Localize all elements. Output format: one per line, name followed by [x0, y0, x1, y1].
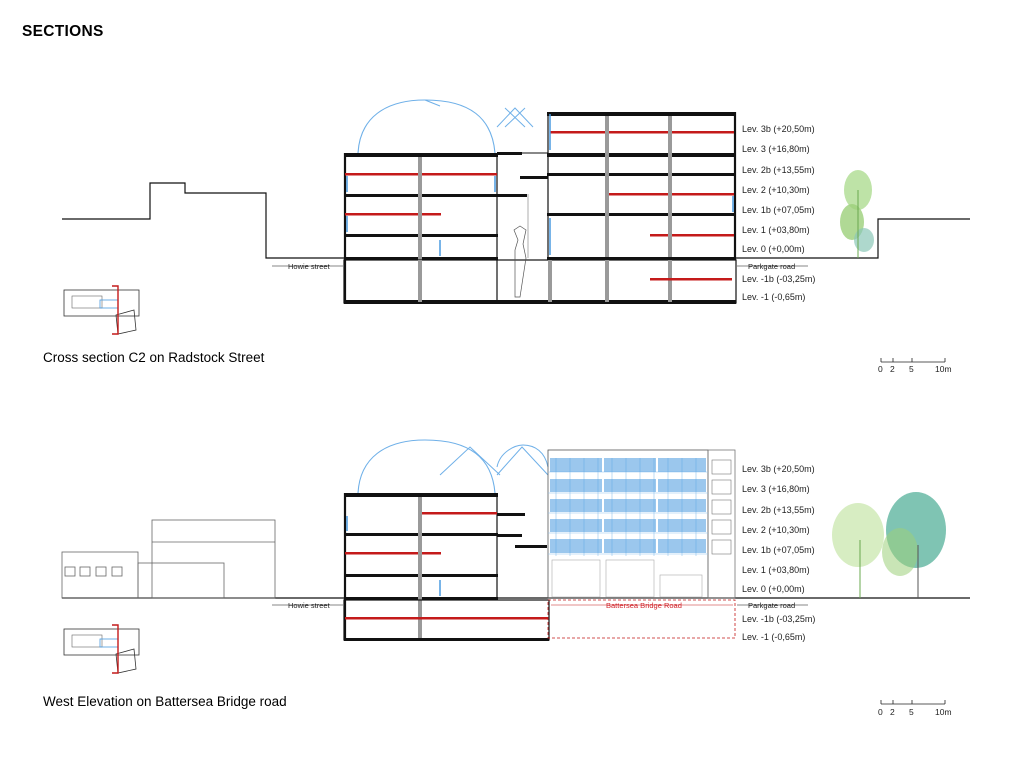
level-label: Lev. 3 (+16,80m): [742, 144, 810, 154]
street-label-parkgate: Parkgate road: [748, 262, 795, 271]
level-label: Lev. -1b (-03,25m): [742, 274, 815, 284]
key-plan: [63, 285, 140, 335]
level-label: Lev. 0 (+0,00m): [742, 244, 805, 254]
level-label: Lev. -1 (-0,65m): [742, 632, 805, 642]
level-label: Lev. 3 (+16,80m): [742, 484, 810, 494]
level-label: Lev. 3b (+20,50m): [742, 124, 815, 134]
scale-tick: 5: [909, 364, 914, 374]
right-block: [547, 112, 737, 260]
level-label: Lev. 2 (+10,30m): [742, 185, 810, 195]
left-block: [343, 99, 498, 303]
ground-line-right: [735, 218, 970, 259]
level-label: Lev. 1b (+07,05m): [742, 545, 815, 555]
tree-icon: [840, 170, 874, 258]
cross-section-c2: Howie street Parkgate road Lev. 3b (+20,…: [43, 99, 970, 374]
level-label: Lev. 1b (+07,05m): [742, 205, 815, 215]
level-label: Lev. 1 (+03,80m): [742, 565, 810, 575]
scale-tick: 2: [890, 364, 895, 374]
scale-tick: 0: [878, 364, 883, 374]
level-label: Lev. 2b (+13,55m): [742, 165, 815, 175]
scale-tick: 2: [890, 707, 895, 717]
level-label: Lev. 0 (+0,00m): [742, 584, 805, 594]
street-label-battersea: Battersea Bridge Road: [606, 601, 682, 610]
level-label: Lev. -1 (-0,65m): [742, 292, 805, 302]
courtyard: [496, 107, 548, 298]
scale-bar: 0 2 5 10m: [878, 700, 952, 717]
page-title: SECTIONS: [22, 23, 104, 40]
scale-tick: 5: [909, 707, 914, 717]
neighbour-buildings: [61, 519, 276, 599]
level-label: Lev. 2b (+13,55m): [742, 505, 815, 515]
left-block: [343, 439, 501, 640]
tree-icon: [882, 492, 946, 598]
street-label-howie: Howie street: [288, 262, 331, 271]
scale-bar: 0 2 5 10m: [878, 358, 952, 374]
level-label: Lev. 2 (+10,30m): [742, 525, 810, 535]
basement: [343, 259, 737, 304]
scale-tick: 10m: [935, 707, 952, 717]
section-caption: West Elevation on Battersea Bridge road: [43, 694, 287, 709]
level-label: Lev. -1b (-03,25m): [742, 614, 815, 624]
level-label: Lev. 1 (+03,80m): [742, 225, 810, 235]
street-label-parkgate: Parkgate road: [748, 601, 795, 610]
scale-tick: 10m: [935, 364, 952, 374]
street-label-howie: Howie street: [288, 601, 331, 610]
section-caption: Cross section C2 on Radstock Street: [43, 350, 265, 365]
level-label: Lev. 3b (+20,50m): [742, 464, 815, 474]
facade-grid: [547, 449, 736, 599]
west-elevation: Howie street Battersea Bridge Road Parkg…: [43, 439, 970, 717]
key-plan: [63, 624, 140, 674]
scale-tick: 0: [878, 707, 883, 717]
tree-icon: [832, 503, 884, 598]
ground-line-left: [62, 182, 345, 259]
